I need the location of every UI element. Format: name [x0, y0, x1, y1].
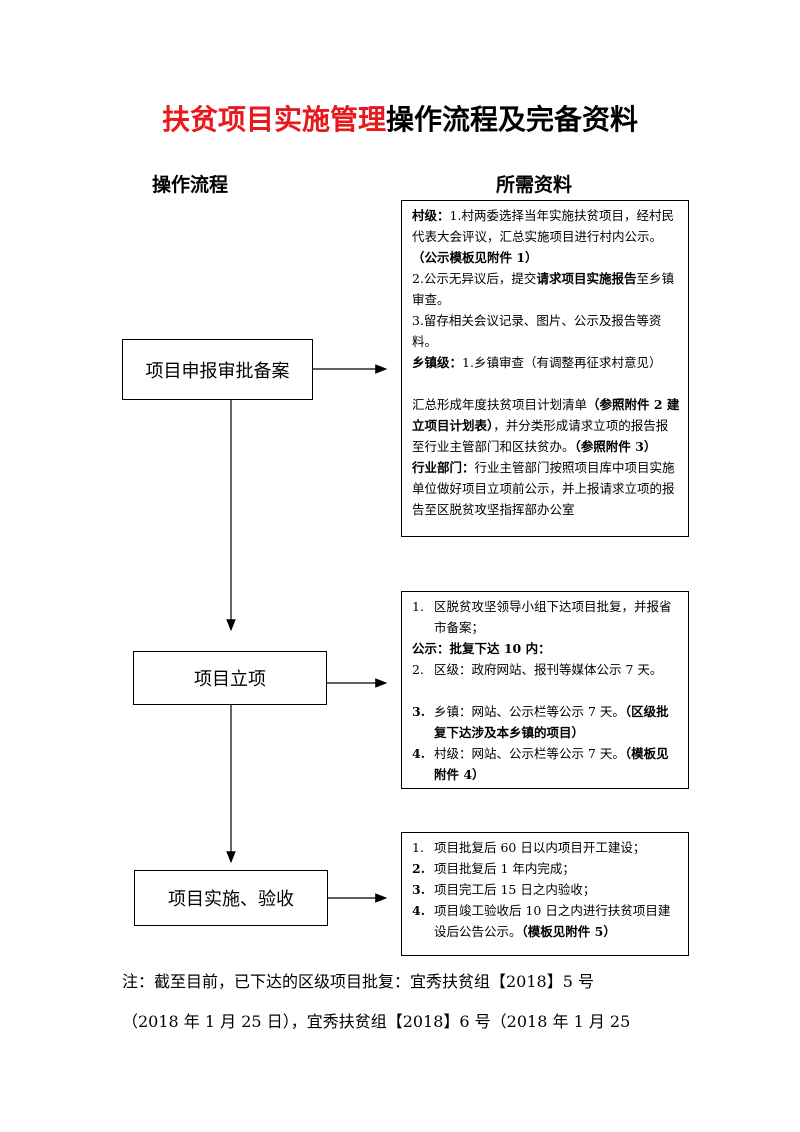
township-paragraph: 乡镇级：1.乡镇审查（有调整再征求村意见） — [412, 355, 662, 370]
step-box-implement: 项目实施、验收 — [134, 870, 328, 926]
step-label: 项目实施、验收 — [168, 889, 294, 910]
footnote-line-1: 注：截至目前，已下达的区级项目批复：宜秀扶贫组【2018】5 号 — [122, 972, 594, 991]
spacer — [412, 680, 680, 701]
materials-box-apply: 村级：1.村两委选择当年实施扶贫项目，经村民代表大会评议，汇总实施项目进行村内公… — [401, 200, 689, 537]
list-item: 3.乡镇：网站、公示栏等公示 7 天。（区级批复下达涉及本乡镇的项目） — [412, 704, 669, 740]
list-item: 2.项目批复后 1 年内完成； — [412, 861, 575, 876]
list-item: 1.区脱贫攻坚领导小组下达项目批复，并报省市备案； — [412, 599, 672, 635]
list-item: 1.项目批复后 60 日以内项目开工建设； — [412, 840, 646, 855]
step-box-apply: 项目申报审批备案 — [122, 339, 313, 400]
publicity-heading: 公示：批复下达 10 内： — [412, 641, 551, 656]
footnote: 注：截至目前，已下达的区级项目批复：宜秀扶贫组【2018】5 号 （2018 年… — [122, 962, 682, 1042]
village-item-3: 3.留存相关会议记录、图片、公示及报告等资料。 — [412, 313, 662, 349]
spacer — [412, 373, 680, 394]
header-process: 操作流程 — [152, 174, 229, 196]
title-black-part: 操作流程及完备资料 — [386, 103, 639, 136]
materials-box-implement: 1.项目批复后 60 日以内项目开工建设； 2.项目批复后 1 年内完成； 3.… — [401, 832, 689, 956]
page-title: 扶贫项目实施管理操作流程及完备资料 — [0, 98, 800, 138]
step-box-approve: 项目立项 — [133, 651, 327, 705]
industry-paragraph: 行业部门：行业主管部门按照项目库中项目实施单位做好项目立项前公示，并上报请求立项… — [412, 460, 675, 517]
list-item: 3.项目完工后 15 日之内验收； — [412, 882, 596, 897]
materials-box-approve: 1.区脱贫攻坚领导小组下达项目批复，并报省市备案； 公示：批复下达 10 内： … — [401, 591, 689, 789]
step-label: 项目立项 — [194, 669, 266, 690]
list-item: 4.项目竣工验收后 10 日之内进行扶贫项目建设后公告公示。（模板见附件 5） — [412, 903, 671, 939]
list-item: 4.村级：网站、公示栏等公示 7 天。（模板见附件 4） — [412, 746, 669, 782]
title-red-part: 扶贫项目实施管理 — [161, 103, 386, 136]
step-label: 项目申报审批备案 — [145, 360, 290, 382]
village-item-2: 2.公示无异议后，提交请求项目实施报告至乡镇审查。 — [412, 271, 674, 307]
village-paragraph: 村级：1.村两委选择当年实施扶贫项目，经村民代表大会评议，汇总实施项目进行村内公… — [412, 208, 674, 265]
township-summary: 汇总形成年度扶贫项目计划清单（参照附件 2 建立项目计划表），并分类形成请求立项… — [412, 397, 680, 454]
footnote-line-2: （2018 年 1 月 25 日），宜秀扶贫组【2018】6 号（2018 年 … — [122, 1012, 631, 1031]
header-materials: 所需资料 — [496, 174, 573, 196]
list-item: 2.区级：政府网站、报刊等媒体公示 7 天。 — [412, 662, 663, 677]
